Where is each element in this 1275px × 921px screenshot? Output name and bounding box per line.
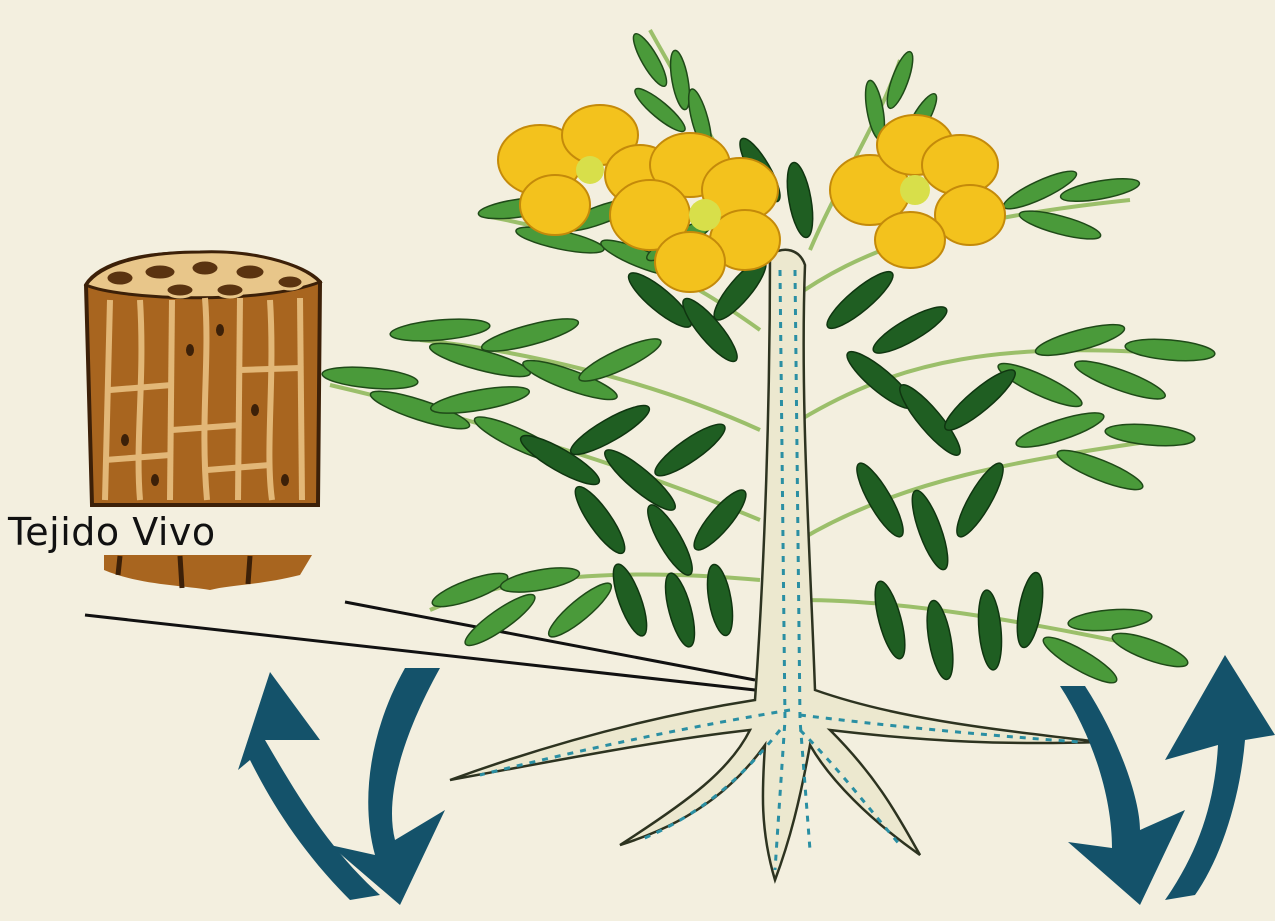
tissue-label: Tejido Vivo <box>8 510 216 554</box>
flowers <box>498 105 1005 292</box>
stem-and-roots <box>450 250 1100 880</box>
